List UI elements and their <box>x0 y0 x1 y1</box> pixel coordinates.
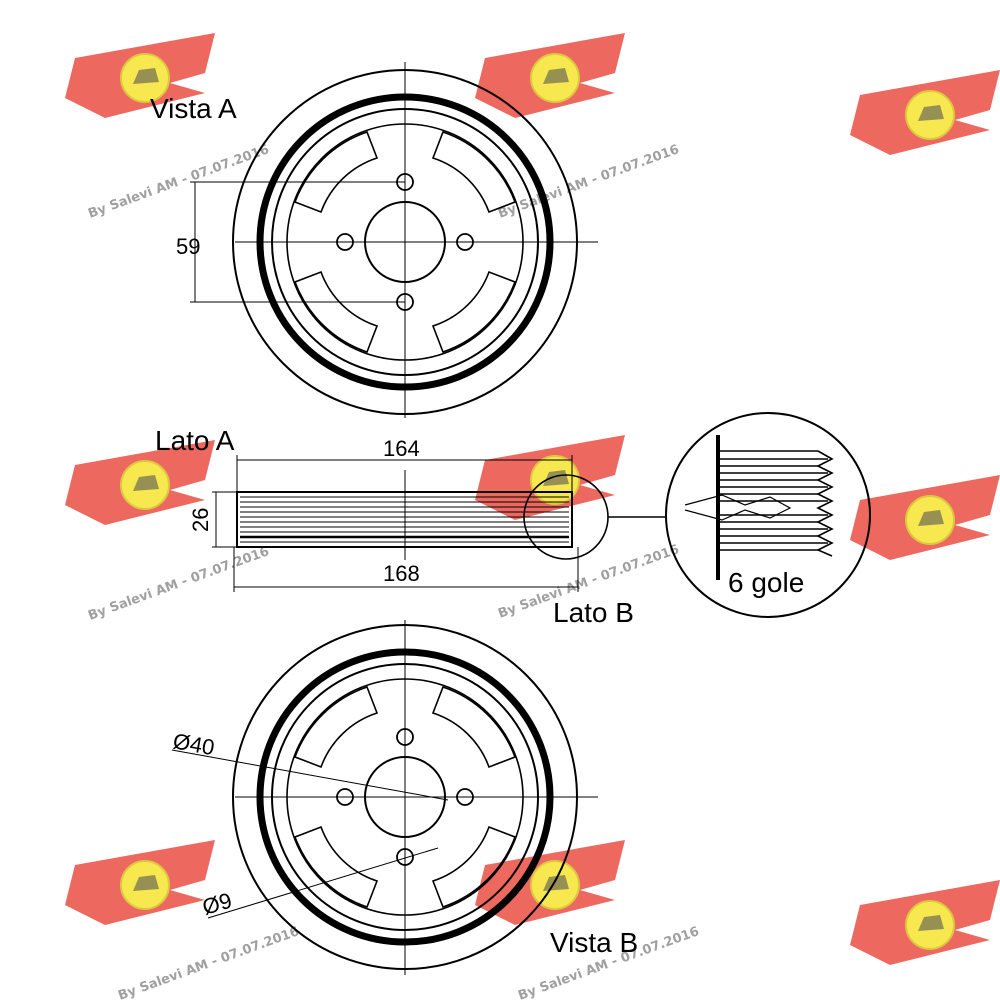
watermark-logo <box>849 69 1000 156</box>
watermark-logo <box>64 839 216 926</box>
label-lato-b: Lato B <box>553 597 634 628</box>
label-lato-a: Lato A <box>155 425 235 456</box>
pulley-front-view-b: Ø40 Ø9 Vista B <box>171 620 638 975</box>
label-vista-b: Vista B <box>550 927 638 958</box>
dim-outer-width: 164 <box>383 436 420 461</box>
dim-overall-width: 168 <box>383 561 420 586</box>
watermark-logo <box>849 474 1000 561</box>
dim-thickness: 26 <box>188 508 213 532</box>
dim-bore-diameter: Ø40 <box>171 728 216 760</box>
dim-bolt-spacing: 59 <box>176 234 200 259</box>
groove-detail-magnifier: 6 gole <box>665 412 871 618</box>
label-vista-a: Vista A <box>150 93 237 124</box>
pulley-front-view-a: 59 Vista A <box>150 62 598 418</box>
watermark-logo <box>849 879 1000 966</box>
pulley-side-view: Lato A 164 26 168 Lato B <box>155 425 665 628</box>
dim-hole-diameter: Ø9 <box>199 888 234 920</box>
watermark-logo <box>474 32 626 119</box>
watermark-credit: By Salevi AM - 07.07.2016 <box>86 544 271 624</box>
label-groove-count: 6 gole <box>728 567 804 598</box>
watermark-credit: By Salevi AM - 07.07.2016 <box>116 924 301 1000</box>
